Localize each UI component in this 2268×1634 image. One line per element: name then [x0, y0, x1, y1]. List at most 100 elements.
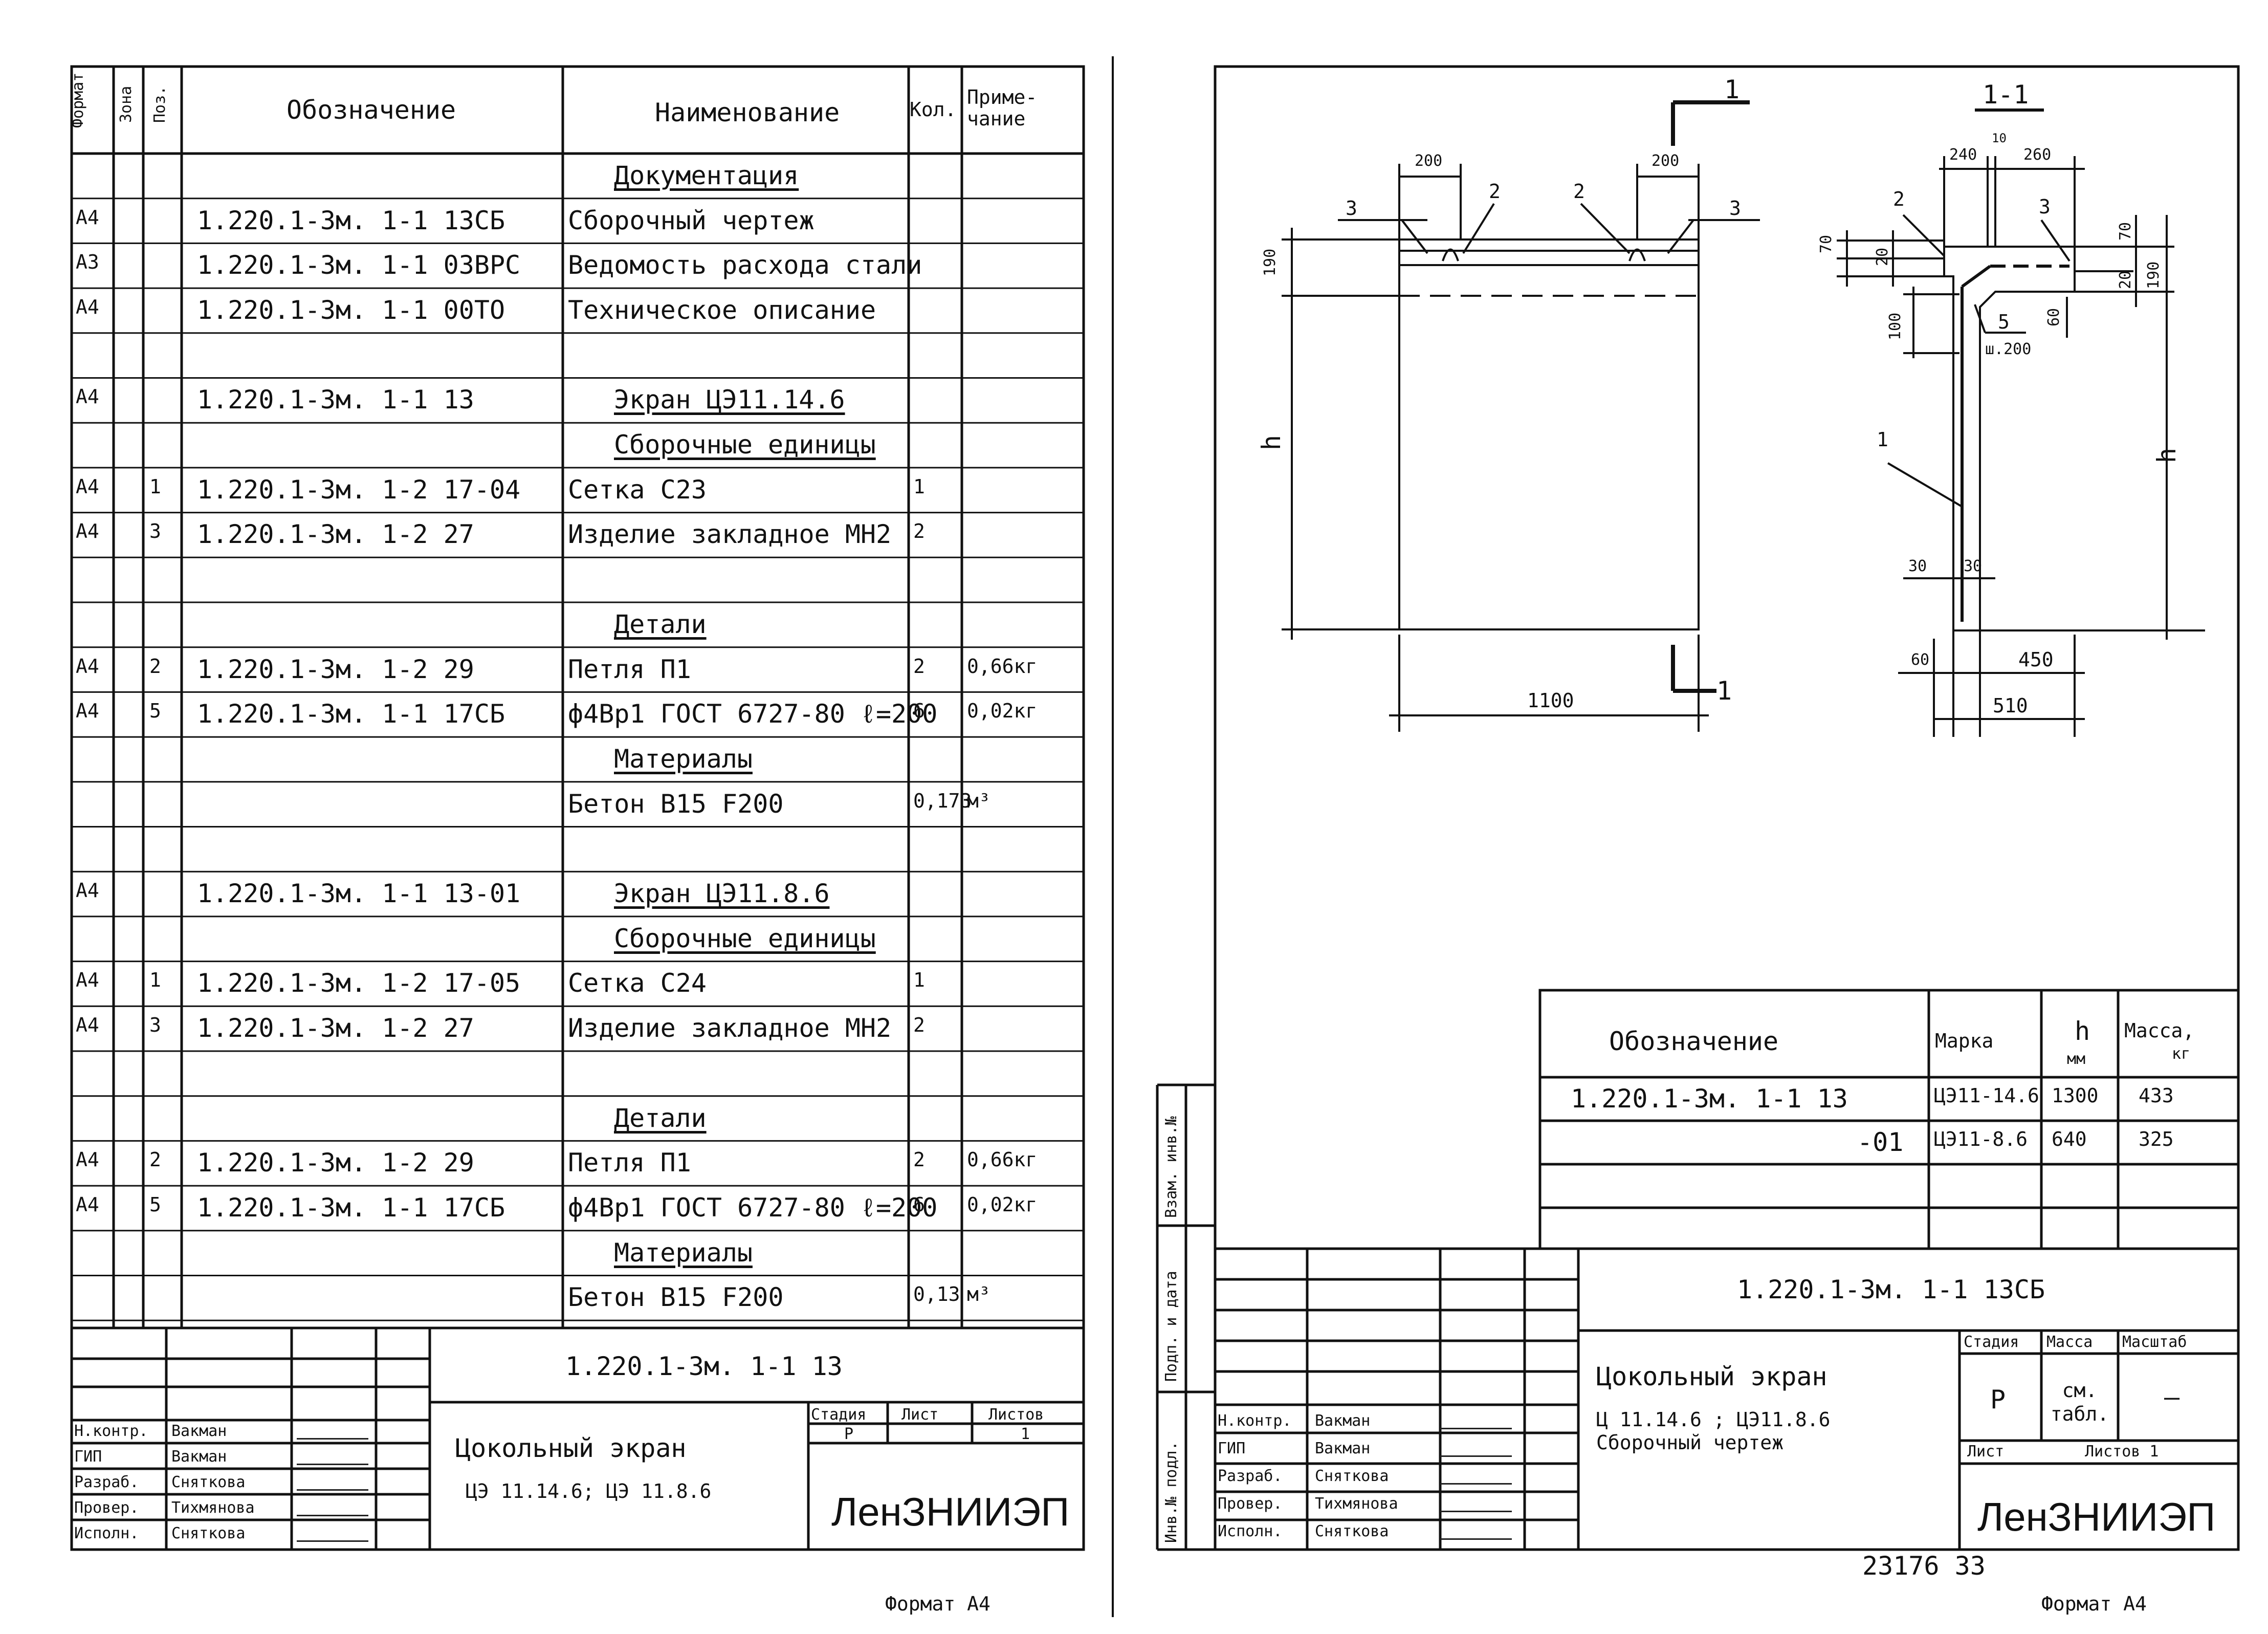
cell-name: ф4Вр1 ГОСТ 6727-80 ℓ=200 — [568, 699, 938, 729]
dim-10: 10 — [1992, 131, 2007, 145]
stamp-person-name: Вакман — [1315, 1440, 1371, 1457]
hdr-zone: Зона — [117, 85, 135, 123]
cell-note: 0,66кг — [967, 1148, 1038, 1171]
label-2-section: 2 — [1893, 188, 1905, 210]
label-2-right: 2 — [1573, 180, 1585, 203]
footer-number: 23176 33 — [1862, 1551, 1986, 1581]
marks-hdr-h-unit: мм — [2067, 1050, 2086, 1068]
dim-30-right: 30 — [1964, 557, 1983, 575]
marks-cell-mark: ЦЭ11-14.6 — [1934, 1084, 2039, 1107]
cell-qty: 2 — [913, 655, 925, 678]
marks-hdr-mass-unit: кг — [2172, 1045, 2191, 1063]
cell-format: А4 — [76, 475, 99, 498]
signature-mark — [297, 1475, 368, 1491]
right-stamp-mass-h: Масса — [2046, 1333, 2093, 1351]
stamp-role: ГИП — [1218, 1440, 1246, 1457]
dim-70-left: 70 — [1817, 234, 1835, 253]
cell-format: А4 — [76, 295, 99, 318]
stamp-role: Н.контр. — [1218, 1412, 1292, 1430]
right-frame — [1214, 65, 2240, 1551]
dim-h-section: h — [2152, 447, 2182, 463]
right-stamp-scale-h: Масштаб — [2122, 1333, 2187, 1351]
cell-pos: 5 — [149, 700, 161, 723]
cell-name: Техническое описание — [568, 295, 876, 325]
cell-name: Бетон В15 F200 — [568, 789, 784, 819]
cell-format: А3 — [76, 251, 99, 274]
signature-mark — [297, 1449, 368, 1465]
side-label-inv: Инв.№ подл. — [1162, 1441, 1180, 1543]
stamp-role: Исполн. — [1218, 1522, 1283, 1540]
table-row — [0, 1051, 1084, 1096]
cell-format: А4 — [76, 655, 99, 678]
stamp-person-name: Вакман — [1315, 1412, 1371, 1430]
cell-qty: 0,13 — [913, 1283, 960, 1306]
cell-note: м³ — [967, 789, 990, 812]
stamp-role: Н.контр. — [74, 1422, 148, 1440]
cell-designation: 1.220.1-3м. 1-1 00ТО — [197, 295, 505, 325]
left-stamp-sheet-h: Лист — [901, 1406, 939, 1424]
cell-note: 0,02кг — [967, 700, 1038, 723]
right-stamp-mass: см. табл. — [2050, 1379, 2109, 1425]
marks-cell-h: 640 — [2052, 1128, 2087, 1150]
cell-format: А4 — [76, 206, 99, 229]
cell-name: Сетка С24 — [568, 968, 707, 998]
dim-30-left: 30 — [1908, 557, 1927, 575]
cell-designation: 1.220.1-3м. 1-2 29 — [197, 1148, 474, 1178]
table-row: Документация — [0, 154, 1084, 199]
hdr-qty: Кол. — [910, 98, 957, 121]
stamp-person-name: Сняткова — [1315, 1467, 1389, 1485]
cell-format: А4 — [76, 385, 99, 408]
right-stamp-sheets-h: Листов 1 — [2085, 1443, 2159, 1461]
dim-190: 190 — [1261, 248, 1279, 276]
cell-format: А4 — [76, 879, 99, 902]
cell-name: Сборочные единицы — [614, 430, 876, 460]
right-stamp-code: 1.220.1-3м. 1-1 13СБ — [1737, 1275, 2045, 1304]
right-stamp-sheet-h: Лист — [1967, 1443, 2005, 1461]
cell-format: А4 — [76, 520, 99, 543]
stamp-role: Провер. — [1218, 1495, 1283, 1513]
left-frame — [70, 65, 1085, 1551]
dim-200-left: 200 — [1415, 152, 1443, 170]
table-row — [0, 333, 1084, 378]
dim-510: 510 — [1993, 694, 2028, 717]
cell-designation: 1.220.1-3м. 1-2 27 — [197, 519, 474, 550]
cell-pos: 3 — [149, 1014, 161, 1037]
cell-name: Экран ЦЭ11.14.6 — [614, 385, 845, 415]
signature-mark — [297, 1424, 368, 1440]
cell-name: Документация — [614, 160, 799, 190]
dim-60-bottom: 60 — [1911, 651, 1930, 669]
label-3-left: 3 — [1346, 197, 1357, 220]
cell-qty: 1 — [913, 969, 925, 992]
stamp-role: ГИП — [74, 1448, 102, 1466]
cell-name: Изделие закладное МН2 — [568, 1013, 892, 1043]
marks-hdr-mark: Марка — [1935, 1030, 1994, 1052]
marks-cell-mark: ЦЭ11-8.6 — [1934, 1128, 2028, 1150]
cell-designation: 1.220.1-3м. 1-1 17СБ — [197, 699, 505, 729]
signature-mark — [297, 1526, 368, 1542]
dim-70-right: 70 — [2117, 222, 2134, 241]
dim-200-right: 200 — [1652, 152, 1680, 170]
cell-pos: 5 — [149, 1193, 161, 1216]
hdr-pos: Поз. — [151, 85, 169, 123]
left-stamp-org: ЛенЗНИИЭП — [831, 1489, 1070, 1534]
signature-mark — [1440, 1413, 1512, 1429]
cell-designation: 1.220.1-3м. 1-2 17-04 — [197, 474, 521, 505]
cell-designation: 1.220.1-3м. 1-2 27 — [197, 1013, 474, 1043]
side-label-vzam: Взам. инв.№ — [1162, 1116, 1180, 1218]
signature-mark — [1440, 1441, 1512, 1457]
label-3-section: 3 — [2039, 195, 2051, 218]
marks-cell-mass: 433 — [2139, 1084, 2174, 1107]
cell-note: 0,02кг — [967, 1193, 1038, 1216]
stamp-person-name: Вакман — [171, 1422, 227, 1440]
signature-mark — [1440, 1524, 1512, 1540]
cell-name: Изделие закладное МН2 — [568, 519, 892, 550]
cell-pos: 1 — [149, 475, 161, 498]
